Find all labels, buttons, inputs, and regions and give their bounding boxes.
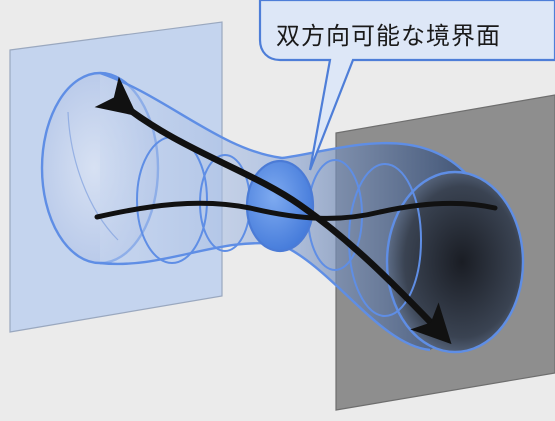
path-line [94,200,498,221]
callout-bubble [258,0,555,171]
bidirectional-arrow [94,76,452,345]
right-mouth-opening [385,170,525,354]
callout-label: 双方向可能な境界面 [276,22,501,50]
